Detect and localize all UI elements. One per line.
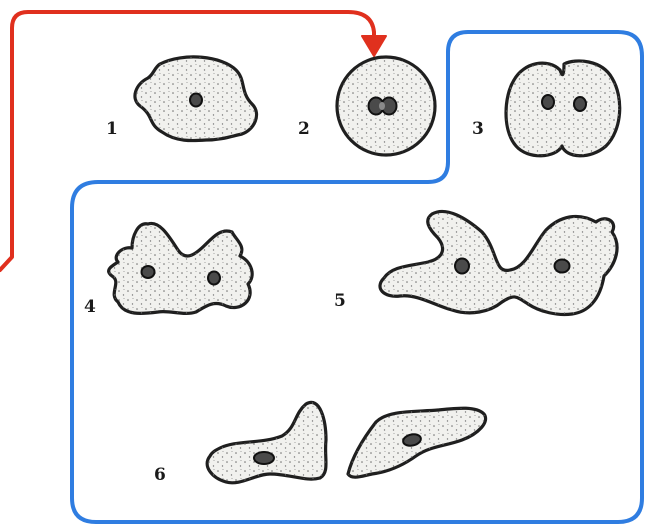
cell-stage-1	[135, 57, 257, 141]
cell-stage-5	[380, 211, 617, 314]
stage-label-2: 2	[298, 119, 310, 139]
cell-stage-4	[109, 223, 253, 313]
cell-stage-3	[506, 61, 620, 156]
cell-stage-2	[337, 57, 435, 155]
stage-label-5: 5	[334, 291, 346, 311]
stage-label-1: 1	[106, 119, 118, 139]
stage-label-4: 4	[84, 297, 96, 317]
cell-stage-6	[207, 402, 485, 482]
stage-label-3: 3	[472, 119, 484, 139]
stage-label-6: 6	[154, 465, 166, 485]
